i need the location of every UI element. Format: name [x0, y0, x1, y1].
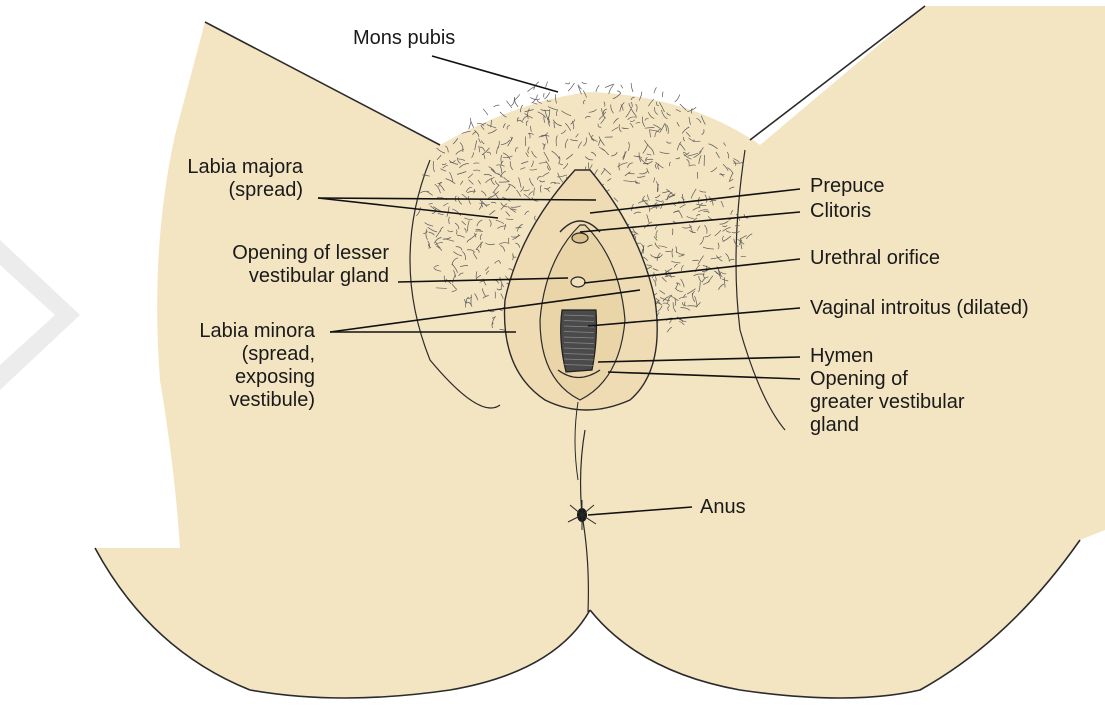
watermark-chevron	[0, 240, 80, 390]
hair-stroke	[617, 91, 621, 93]
vaginal-introitus	[561, 310, 597, 372]
hair-stroke	[621, 85, 623, 89]
hair-stroke	[654, 87, 656, 93]
hair-stroke	[483, 109, 488, 115]
label-prepuce: Prepuce	[810, 175, 885, 198]
hair-stroke	[469, 122, 471, 129]
hair-stroke	[568, 83, 574, 91]
label-vaginal-introitus: Vaginal introitus (dilated)	[810, 297, 1029, 320]
hair-stroke	[582, 82, 587, 84]
label-urethral-orifice: Urethral orifice	[810, 247, 940, 270]
hair-stroke	[631, 83, 633, 92]
leader-mons-pubis	[432, 56, 558, 92]
label-lesser-vestibular-gland: Opening of lesser vestibular gland	[182, 242, 389, 288]
hair-stroke	[528, 87, 535, 92]
clitoris	[572, 233, 588, 243]
label-labia-minora: Labia minora (spread, exposing vestibule…	[155, 320, 315, 412]
hair-stroke	[609, 85, 613, 94]
hair-stroke	[546, 82, 548, 88]
hair-stroke	[662, 92, 663, 98]
label-mons-pubis: Mons pubis	[353, 27, 455, 50]
hair-stroke	[515, 94, 520, 100]
hair-stroke	[511, 97, 514, 106]
hair-stroke	[530, 97, 540, 99]
label-clitoris: Clitoris	[810, 200, 871, 223]
label-labia-majora: Labia majora (spread)	[150, 156, 303, 202]
hair-stroke	[578, 85, 582, 95]
hair-stroke	[494, 105, 500, 107]
hair-stroke	[565, 82, 570, 84]
label-greater-vestibular-gland: Opening of greater vestibular gland	[810, 368, 965, 437]
hair-stroke	[507, 101, 512, 108]
hair-stroke	[544, 92, 549, 99]
hair-stroke	[675, 95, 680, 103]
label-anus: Anus	[700, 496, 746, 519]
hair-stroke	[596, 85, 599, 92]
urethral-orifice	[571, 277, 585, 287]
label-hymen: Hymen	[810, 345, 873, 368]
